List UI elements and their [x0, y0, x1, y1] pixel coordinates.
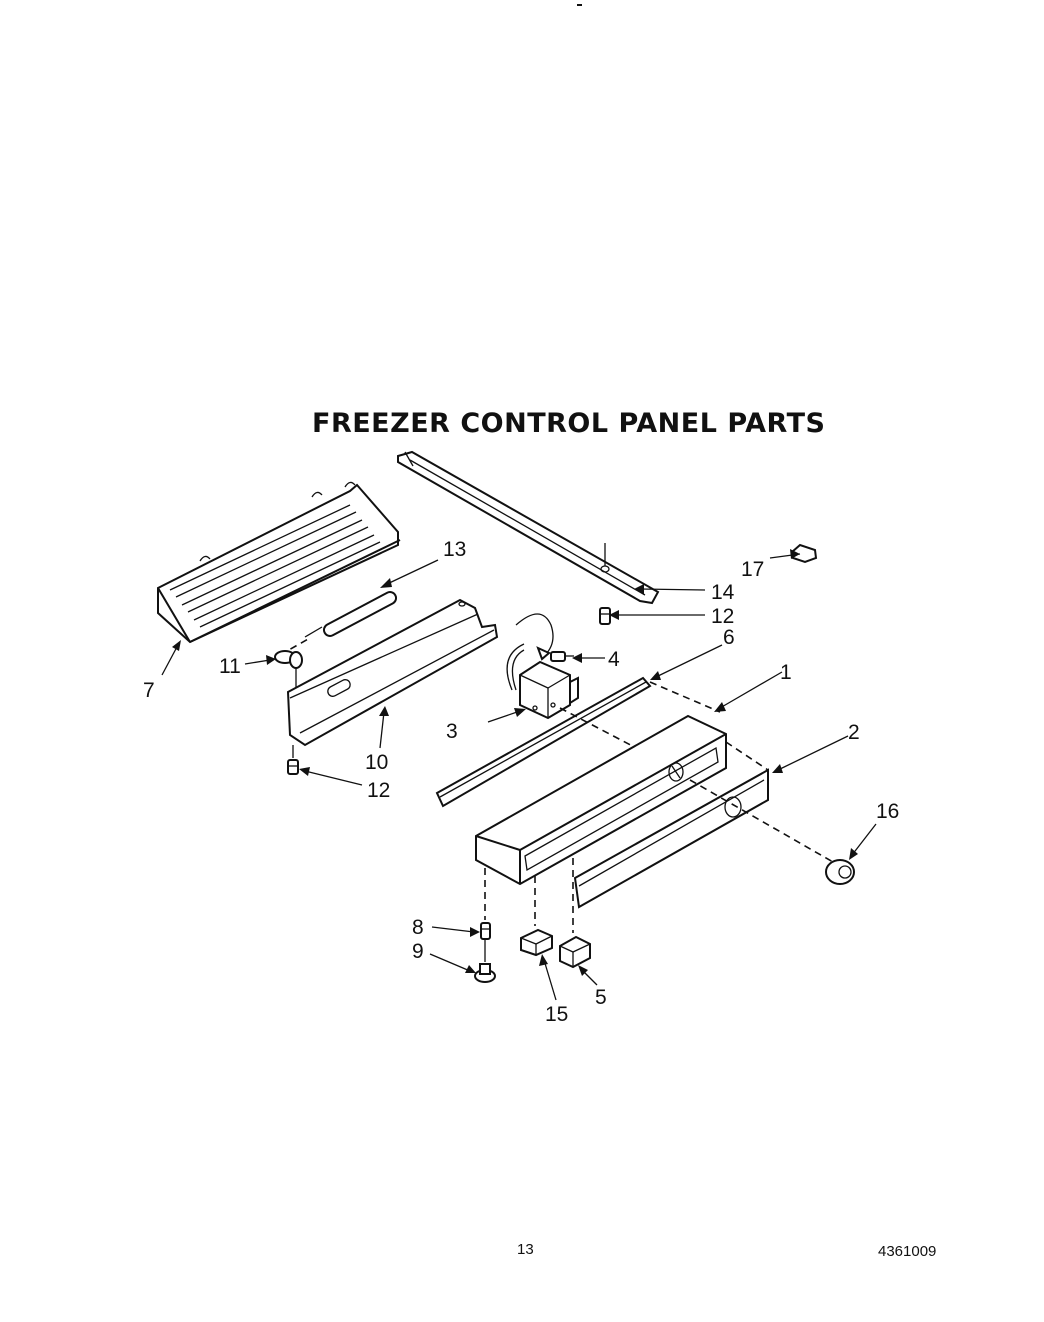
callout-8: 8 — [412, 916, 424, 939]
callout-14: 14 — [711, 581, 735, 604]
part-5-switch — [559, 935, 591, 969]
callout-labels: 1 2 3 4 5 6 7 8 9 10 11 12 12 13 14 15 1… — [143, 538, 899, 1026]
part-9-nut — [474, 963, 496, 983]
callout-12-left: 12 — [367, 779, 390, 802]
part-1-housing — [475, 714, 727, 886]
page-number: 13 — [517, 1241, 534, 1258]
part-12-screw-right — [599, 607, 611, 625]
part-4-screw — [550, 651, 574, 662]
part-16-knob — [825, 859, 855, 885]
part-2-overlay — [573, 741, 834, 909]
callout-13: 13 — [443, 538, 466, 561]
callout-4: 4 — [608, 648, 620, 671]
part-12-screw-left — [287, 759, 299, 775]
callout-12-right: 12 — [711, 605, 734, 628]
part-13-tube — [279, 591, 398, 656]
part-14-bracket — [397, 450, 660, 605]
callout-2: 2 — [848, 721, 860, 744]
callout-11: 11 — [219, 655, 241, 678]
callout-17: 17 — [741, 558, 764, 581]
part-11-clip — [274, 650, 303, 690]
part-8-screw — [480, 922, 491, 962]
callout-16: 16 — [876, 800, 899, 823]
callout-10: 10 — [365, 751, 388, 774]
diagram-title: FREEZER CONTROL PANEL PARTS — [312, 408, 826, 439]
part-7-panel — [157, 481, 401, 644]
part-6-strip — [435, 676, 721, 808]
part-17-clip — [790, 543, 818, 564]
leader-arrows — [161, 549, 877, 1001]
callout-7: 7 — [143, 679, 155, 702]
part-10-channel — [286, 598, 499, 758]
callout-5: 5 — [595, 986, 607, 1009]
part-15-switch — [520, 928, 553, 957]
callout-3: 3 — [446, 720, 458, 743]
callout-1: 1 — [780, 661, 792, 684]
part-3-control — [506, 613, 579, 720]
document-number: 4361009 — [878, 1243, 937, 1260]
callout-15: 15 — [545, 1003, 568, 1026]
callout-6: 6 — [723, 626, 735, 649]
callout-9: 9 — [412, 940, 424, 963]
